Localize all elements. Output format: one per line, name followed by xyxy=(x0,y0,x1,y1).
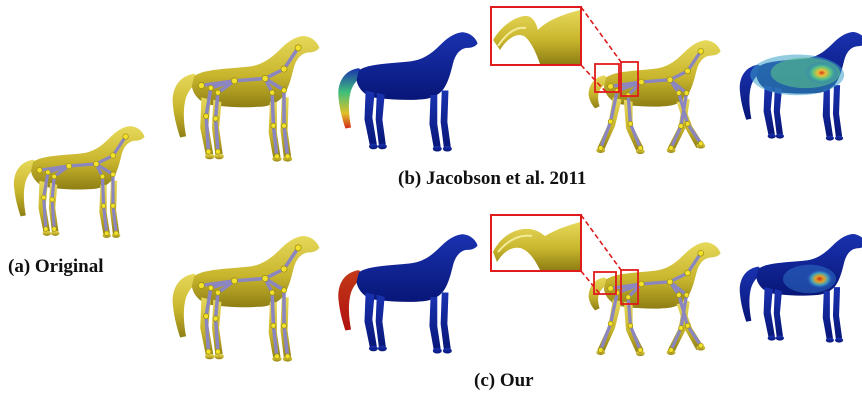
our-weight-heatmap-tail xyxy=(338,234,477,353)
our-weight-heatmap-body xyxy=(740,234,862,343)
jacobson-deformed-horse xyxy=(589,40,721,154)
jacobson-rest-pose-horse xyxy=(173,36,320,162)
our-rest-pose-horse xyxy=(173,236,320,362)
caption-ours: (c) Our xyxy=(474,370,534,392)
jacobson-weight-heatmap-tail xyxy=(338,32,477,151)
our-deformed-horse xyxy=(589,242,721,356)
caption-jacobson: (b) Jacobson et al. 2011 xyxy=(398,168,586,190)
jacobson-weight-heatmap-body xyxy=(740,32,862,141)
our-zoom-inset xyxy=(491,215,638,304)
caption-original: (a) Original xyxy=(8,256,104,278)
original-horse xyxy=(14,126,145,238)
